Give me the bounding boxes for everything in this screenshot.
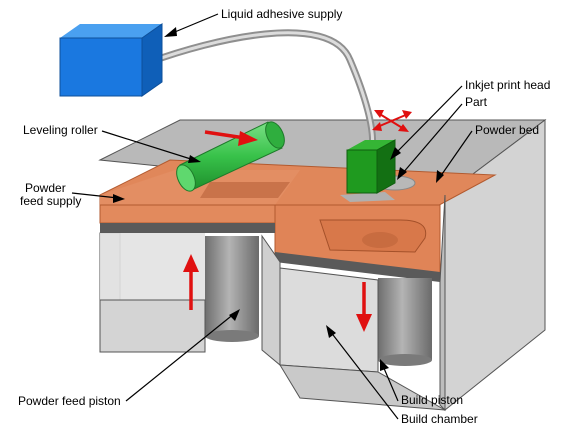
inkjet-print-head [346,139,396,194]
label-powder-feed-supply-line1: Powder [25,181,66,195]
leader-lines [71,13,473,420]
build-platform [275,252,440,282]
build-piston [378,278,432,366]
feed-platform [100,223,275,233]
build-piston-down-arrowhead [356,314,372,332]
roller-end-right [265,121,285,149]
label-powder-bed: Powder bed [475,123,539,137]
roller-end-left [176,164,196,192]
feed-piston-up-arrowhead [183,254,199,272]
label-leveling-roller: Leveling roller [23,123,98,137]
head-side [376,139,396,194]
feed-piston-bottom [205,330,259,342]
feed-piston-body [205,236,259,336]
label-powder-feed-piston: Powder feed piston [18,394,121,408]
tank-front [59,37,143,97]
tank-top [60,24,162,38]
label-part: Part [465,95,488,109]
right-front-wall [439,194,446,412]
head-top [347,140,395,150]
adhesive-tube-highlight [148,31,375,150]
roller-direction-arrow [204,130,246,140]
housing-front [99,194,446,412]
feed-piston [205,236,259,342]
feed-chamber-lower [99,299,206,353]
roller-track-shadow [200,182,290,198]
platforms [100,223,440,282]
powder-feed-front [99,204,276,224]
leveling-roller [176,121,285,192]
label-inkjet-print-head: Inkjet print head [465,78,550,92]
roller-direction-arrowhead [238,131,258,146]
part-top-patch [340,192,395,202]
labels: Liquid adhesive supply Inkjet print head… [18,7,550,426]
label-liquid-adhesive-supply: Liquid adhesive supply [221,7,342,21]
label-powder-feed-supply-line2: feed supply [20,194,81,208]
tank-side [141,23,163,97]
part-hole [362,232,398,248]
label-build-chamber: Build chamber [401,412,478,426]
motion-arrows [183,110,412,332]
liquid-adhesive-supply [59,23,377,152]
label-build-piston: Build piston [401,393,463,407]
build-piston-body [378,278,432,360]
feed-chamber-wall [100,233,205,300]
print-head-movement-arrows [372,110,412,132]
build-piston-bottom [378,354,432,366]
head-front [346,149,378,194]
